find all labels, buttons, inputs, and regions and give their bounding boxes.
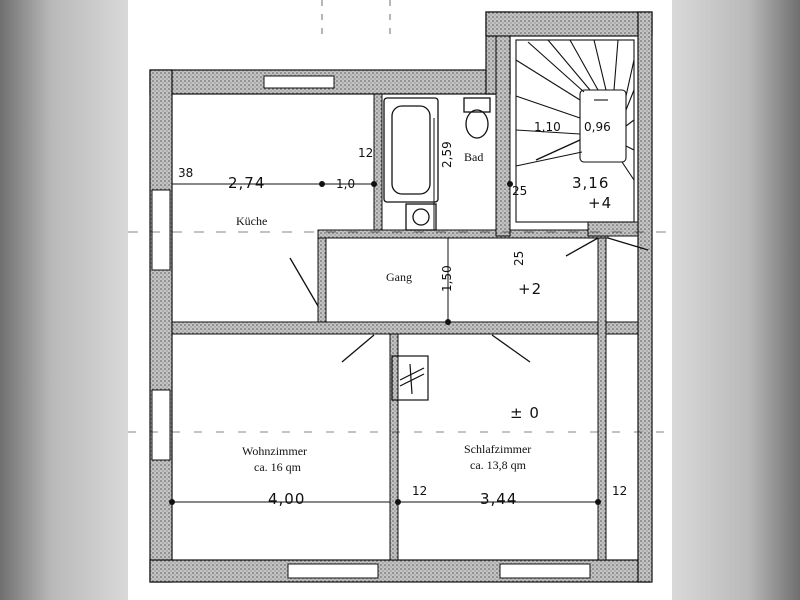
level-schlaf: ± 0: [510, 404, 540, 422]
dim-kueche-wall: 38: [178, 166, 194, 180]
room-area-wohnzimmer: ca. 16 qm: [254, 460, 301, 474]
blurred-right-margin: [672, 0, 800, 600]
floor-plan-sheet: Küche Bad Gang Wohnzimmer ca. 16 qm Schl…: [128, 0, 672, 600]
dim-wohn-width: 4,00: [268, 490, 306, 508]
dim-wall-mid: 12: [412, 484, 428, 498]
shaft: [391, 355, 429, 401]
washbasin: [405, 203, 437, 231]
dim-kueche-opening: 1,0: [336, 177, 356, 191]
room-label-gang: Gang: [386, 270, 412, 284]
dim-stair-width: 3,16: [572, 174, 610, 192]
door-swings: [289, 237, 649, 363]
dim-kueche-width: 2,74: [228, 174, 266, 192]
windows: [151, 75, 591, 579]
dim-bad-wall: 12: [358, 146, 374, 160]
room-label-wohnzimmer: Wohnzimmer: [242, 444, 308, 458]
dim-wall-right: 12: [612, 484, 628, 498]
blurred-left-margin: [0, 0, 128, 600]
room-label-schlafzimmer: Schlafzimmer: [464, 442, 532, 456]
dimension-markers: [169, 181, 601, 505]
bathtub: [383, 97, 439, 203]
dim-bad-length: 2,59: [440, 141, 454, 168]
toilet: [463, 97, 491, 139]
level-gang: +2: [518, 280, 543, 298]
dim-schlaf-width: 3,44: [480, 490, 518, 508]
dim-stair-a: 1,10: [534, 120, 561, 134]
staircase: [515, 39, 635, 223]
interior-walls: [171, 35, 639, 561]
room-area-schlafzimmer: ca. 13,8 qm: [470, 458, 526, 472]
floor-plan-drawing: [128, 0, 672, 583]
dim-gang-length: 1,50: [440, 265, 454, 292]
level-stair: +4: [588, 194, 613, 212]
room-label-bad: Bad: [464, 150, 484, 164]
dim-gang-wall: 25: [512, 250, 526, 266]
dim-bad-wall-bottom: 25: [512, 184, 528, 198]
dimension-lines: [128, 0, 672, 503]
dim-stair-b: 0,96: [584, 120, 611, 134]
room-label-kueche: Küche: [236, 214, 268, 228]
